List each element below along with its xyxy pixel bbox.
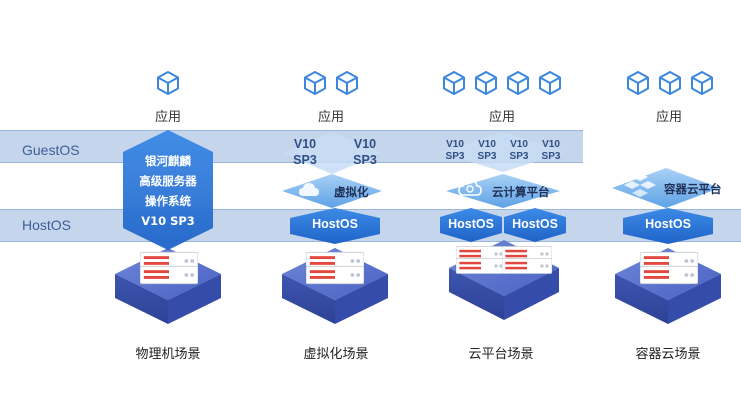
app-cube-icon: [441, 70, 467, 96]
app-cube-icon: [155, 70, 181, 96]
server-unit-icon: [306, 264, 364, 286]
hostos-block: [290, 208, 380, 244]
os-stack-line: 银河麒麟: [145, 154, 191, 168]
app-label: 应用: [154, 110, 181, 125]
container-platform-label: 容器云平台: [664, 182, 722, 196]
os-stack-line: 操作系统: [145, 194, 191, 208]
guestos-diamond: [440, 132, 566, 172]
hostos-label: HostOS: [645, 217, 691, 231]
app-cube-icon: [689, 70, 715, 96]
os-stack-line: 高级服务器: [139, 174, 197, 188]
server-unit-icon: [140, 264, 198, 286]
app-cube-icon: [537, 70, 563, 96]
app-cube-icon: [657, 70, 683, 96]
server-unit-icon: [502, 256, 552, 276]
server-unit-icon: [456, 256, 506, 276]
hostos-block: [504, 208, 566, 242]
app-cube-icon: [334, 70, 360, 96]
scenario-label: 物理机场景: [135, 347, 201, 362]
guestos-diamond: [282, 132, 382, 174]
app-label: 应用: [488, 110, 515, 125]
hostos-block: [440, 208, 502, 242]
hostos-block: [623, 208, 713, 244]
scenario-label: 虚拟化场景: [303, 347, 369, 362]
app-label: 应用: [317, 110, 344, 125]
app-cube-icon: [625, 70, 651, 96]
cloud-gear-icon: [458, 179, 482, 196]
cloud-platform-layer: [446, 174, 560, 208]
hostos-label: HostOS: [312, 217, 358, 231]
hostos-layer-label: HostOS: [22, 217, 72, 233]
virtualization-layer: [282, 174, 382, 208]
app-cube-icon: [505, 70, 531, 96]
virtualization-label: 虚拟化: [334, 185, 369, 199]
os-stack-line: V10 SP3: [141, 214, 195, 228]
cloud-platform-label: 云计算平台: [492, 185, 550, 199]
cloud-icon: [299, 183, 319, 196]
scenario-label: 容器云场景: [635, 347, 701, 362]
guestos-layer-label: GuestOS: [22, 142, 80, 158]
app-label: 应用: [655, 110, 682, 125]
os-stack-block: [123, 130, 213, 250]
hostos-label: HostOS: [448, 217, 494, 231]
scenario-label: 云平台场景: [468, 347, 534, 362]
app-cube-icon: [473, 70, 499, 96]
container-cubes-icon: [624, 173, 656, 197]
hostos-label: HostOS: [512, 217, 558, 231]
app-cube-icon: [302, 70, 328, 96]
server-unit-icon: [640, 264, 698, 286]
